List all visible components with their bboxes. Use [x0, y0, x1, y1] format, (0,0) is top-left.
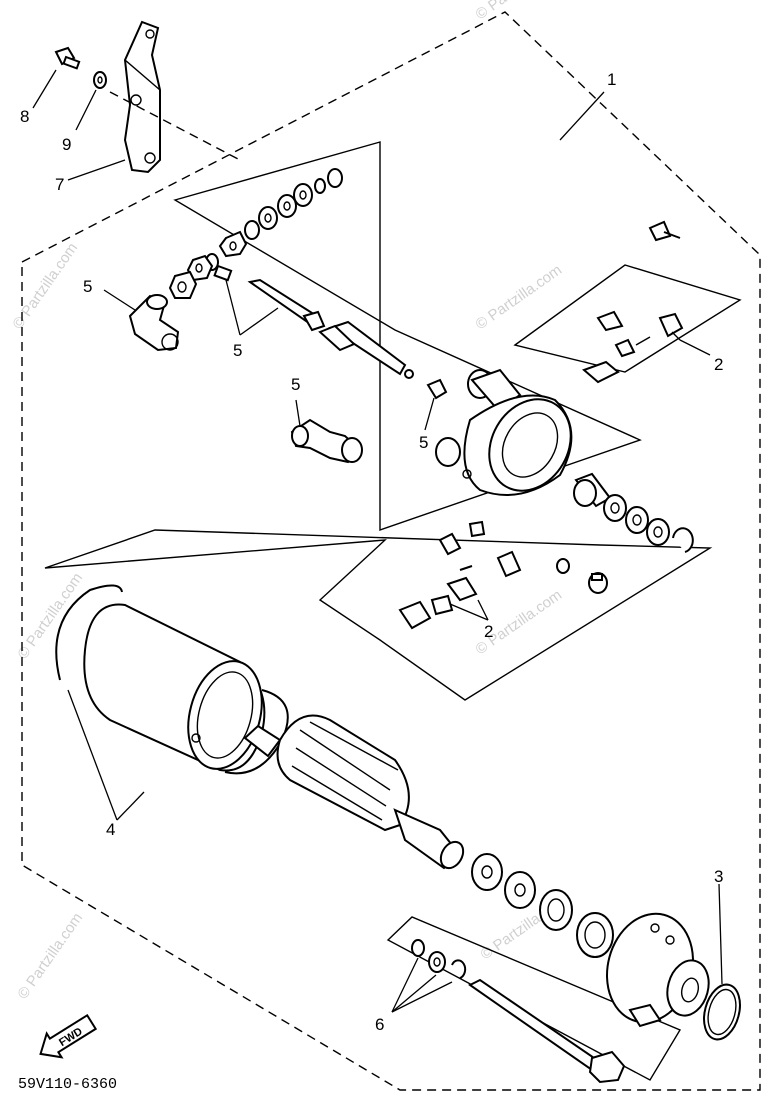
needle-bearing-part	[576, 912, 614, 958]
watermarks: © Partzilla.com © Partzilla.com © Partzi…	[9, 0, 570, 1002]
callout-5-upper-left: 5	[83, 277, 92, 296]
front-cover-part	[606, 912, 710, 1028]
washer-group-boundary	[173, 141, 642, 531]
rear-cover-part	[435, 368, 573, 496]
callout-6: 6	[375, 1015, 384, 1034]
callouts: 1 8 9 7 5 5 5 5 2 2 3 4 6	[20, 70, 723, 1034]
terminal-clip	[426, 378, 448, 400]
assembly-boundary-outer	[21, 11, 761, 1091]
alignment-line	[109, 91, 241, 161]
callout-3: 3	[714, 867, 723, 886]
callout-1: 1	[607, 70, 616, 89]
brush-holder-group-boundary	[513, 264, 742, 373]
brush-holder-upper	[582, 220, 684, 384]
o-ring-small	[556, 558, 570, 574]
watermark-text: © Partzilla.com	[14, 910, 86, 1003]
watermark-text: © Partzilla.com	[473, 261, 566, 333]
armature-part	[243, 714, 465, 870]
callout-4: 4	[106, 820, 115, 839]
bolt-washer-set	[411, 939, 467, 979]
yoke-housing-part	[83, 603, 266, 772]
callout-2-lower: 2	[484, 622, 493, 641]
watermark-text: © Partzilla.com	[9, 240, 81, 333]
o-ring-part	[703, 983, 741, 1041]
through-bolt-part	[468, 978, 626, 1084]
washer-part	[93, 71, 107, 89]
watermark-text: © Partzilla.com	[473, 0, 566, 23]
watermark-text: © Partzilla.com	[14, 570, 86, 663]
fwd-arrow-icon: FWD	[39, 1013, 98, 1059]
callout-2-upper: 2	[714, 355, 723, 374]
callout-9: 9	[62, 135, 71, 154]
plug-part	[588, 572, 608, 594]
front-cover-group-boundary	[386, 916, 682, 1081]
leader-lines	[32, 69, 723, 1013]
bearing-part	[539, 889, 573, 931]
terminal-bolt-part	[247, 278, 414, 379]
brush-holder-lower	[398, 520, 522, 630]
nut-stack	[168, 253, 233, 299]
callout-5-lower: 5	[291, 375, 300, 394]
callout-5-middle: 5	[233, 341, 242, 360]
lower-brush-group-boundary	[44, 529, 713, 701]
bracket-part	[123, 20, 161, 174]
front-washer-stack	[471, 853, 536, 909]
o-ring-front	[55, 584, 123, 681]
drawing-code: 59V110-6360	[18, 1076, 117, 1093]
insulator-boot-lower	[290, 418, 363, 464]
bolt-part	[54, 46, 81, 70]
callout-5-clip: 5	[419, 433, 428, 452]
bushing-washer-stack	[573, 472, 694, 553]
callout-8: 8	[20, 107, 29, 126]
insulator-boot-upper	[128, 294, 180, 352]
washer-stack	[218, 168, 343, 258]
callout-7: 7	[55, 175, 64, 194]
